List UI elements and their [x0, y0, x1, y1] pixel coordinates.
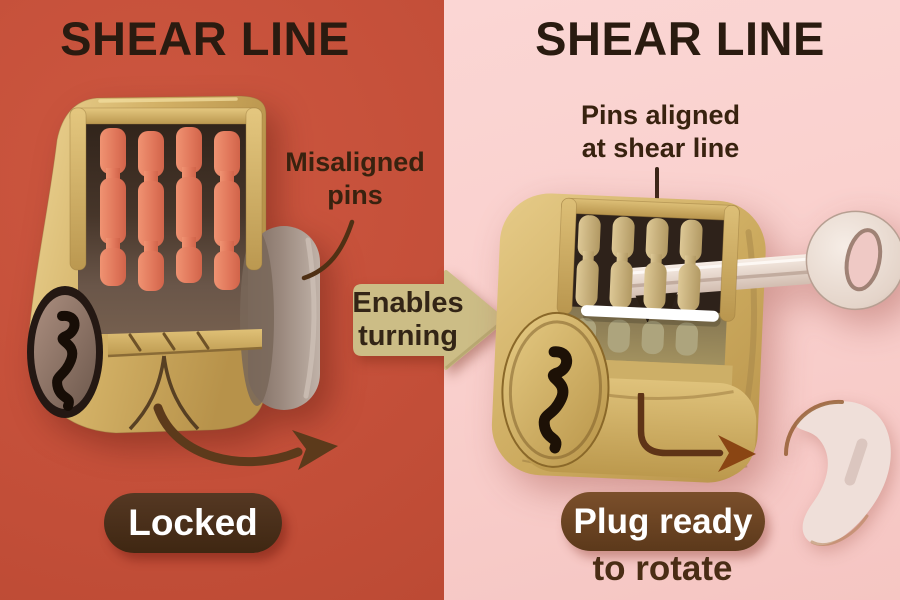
- misaligned-pins-label: Misaligned pins: [270, 146, 440, 212]
- plug-cylinder: [240, 226, 320, 410]
- keyhole-icon: [27, 286, 103, 418]
- pins-aligned-line2: at shear line: [581, 132, 740, 163]
- right-title: SHEAR LINE: [535, 12, 825, 65]
- locked-label: Locked: [128, 502, 258, 543]
- plug-ready-caption: to rotate: [592, 549, 733, 588]
- enables-turning-line2: turning: [358, 320, 458, 353]
- locked-status-badge: Locked: [104, 493, 282, 553]
- enables-turning-arrow: [353, 270, 506, 370]
- enables-turning-line1: Enables: [352, 287, 464, 319]
- enables-turning-label: Enables turning: [352, 287, 464, 354]
- annotation-pointer-curve: [301, 219, 355, 281]
- chamber-frame: [556, 197, 740, 322]
- misaligned-pins-line2: pins: [327, 179, 383, 210]
- shear-line-bar: [580, 305, 719, 322]
- pins-aligned-label: Pins aligned at shear line: [548, 99, 773, 165]
- aligned-pin-stack: [575, 215, 703, 312]
- annotation-pointer-line: [655, 167, 659, 205]
- plug-front-seam: [128, 355, 200, 431]
- key-bow-hole: [844, 228, 883, 292]
- misaligned-pin-stack: [100, 127, 240, 291]
- pins-aligned-line1: Pins aligned: [580, 100, 741, 130]
- rotation-blocked-arrow-icon: [153, 403, 338, 470]
- key-icon: [617, 210, 900, 323]
- keyhole-icon: [501, 311, 610, 468]
- left-title: SHEAR LINE: [60, 12, 350, 65]
- rotation-ghost-shape: [784, 399, 891, 546]
- locked-lock-illustration: [27, 95, 320, 434]
- plug-shelf: [107, 329, 263, 358]
- plug-ready-label: Plug ready: [573, 501, 753, 541]
- unlocked-lock-illustration: [491, 193, 900, 483]
- plug-ready-badge: Plug ready: [561, 492, 765, 551]
- rotation-arrow-icon: [637, 393, 756, 472]
- misaligned-pins-line1: Misaligned: [285, 147, 425, 177]
- chamber-frame: [69, 107, 263, 271]
